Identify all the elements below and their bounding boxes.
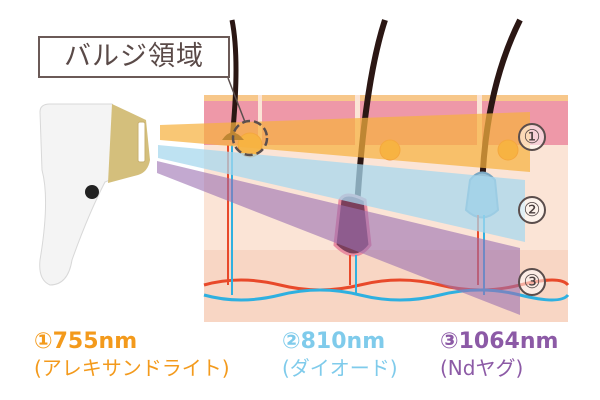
laser-handpiece xyxy=(39,103,150,286)
beam-810nm xyxy=(158,145,525,242)
wavelength-label-1064: ③1064nm (Ndヤグ) xyxy=(440,329,559,381)
wavelength-title: ②810nm xyxy=(282,329,386,354)
marker-1: ① xyxy=(518,123,546,151)
beam-755nm xyxy=(160,112,530,172)
bulge-region-circle xyxy=(231,119,269,157)
laser-name: (Ndヤグ) xyxy=(440,356,524,380)
bulge-region-label: バルジ領域 xyxy=(38,36,230,78)
marker-2: ② xyxy=(518,196,546,224)
laser-beams xyxy=(157,112,530,315)
marker-3: ③ xyxy=(518,268,546,296)
callout-pointer xyxy=(227,77,246,123)
laser-name: (ダイオード) xyxy=(282,356,398,380)
wavelength-label-755: ①755nm (アレキサンドライト) xyxy=(34,329,230,381)
wavelength-title: ③1064nm xyxy=(440,329,559,354)
beam-1064nm xyxy=(157,161,520,315)
laser-name: (アレキサンドライト) xyxy=(34,356,230,380)
wavelength-title: ①755nm xyxy=(34,329,138,354)
wavelength-label-810: ②810nm (ダイオード) xyxy=(282,329,398,381)
